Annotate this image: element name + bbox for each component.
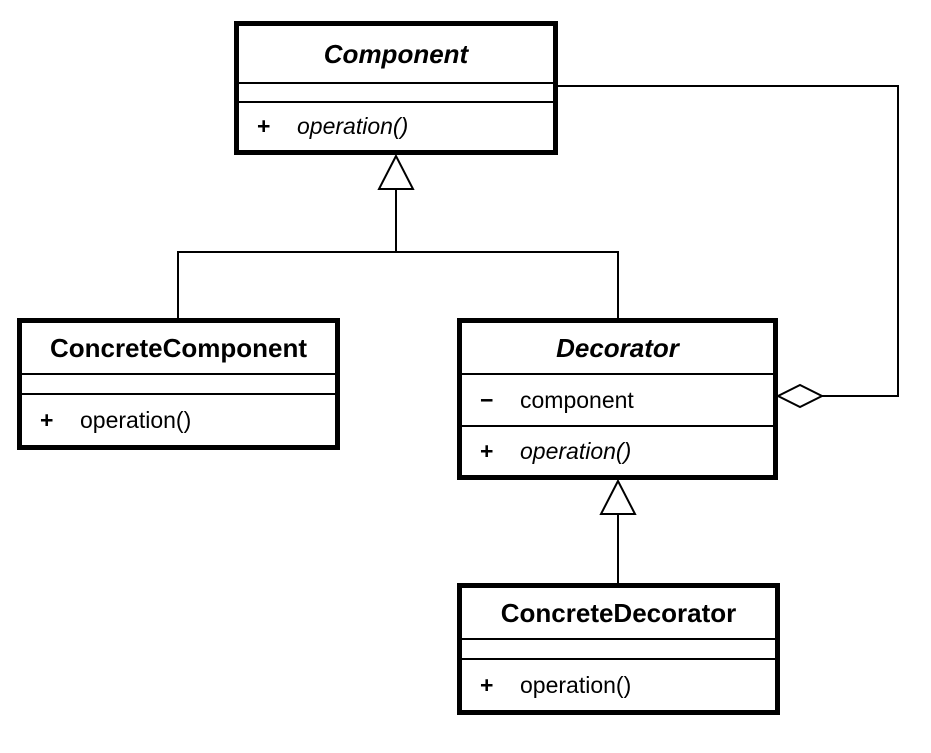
methods-compartment: + operation() [462, 658, 775, 710]
method-row: + operation() [462, 671, 775, 698]
method-signature: operation() [80, 406, 192, 433]
generalization-to-decorator [599, 478, 637, 583]
generalization-to-component [177, 153, 619, 318]
generalization-branch-lines [177, 251, 619, 318]
attribute-row: − component [462, 386, 773, 413]
attributes-compartment [462, 638, 775, 658]
class-box-concrete-component: ConcreteComponent + operation() [17, 318, 340, 450]
attributes-compartment: − component [462, 373, 773, 425]
visibility-sign: + [480, 671, 494, 698]
methods-compartment: + operation() [239, 101, 553, 150]
aggregation-decorator-component [558, 85, 899, 409]
attribute-name: component [520, 386, 634, 413]
method-signature: operation() [520, 671, 632, 698]
aggregation-line [558, 85, 899, 397]
generalization-triangle-icon [377, 153, 415, 190]
class-name: ConcreteComponent [49, 332, 308, 363]
methods-compartment: + operation() [462, 425, 773, 475]
visibility-sign: + [40, 406, 54, 433]
visibility-sign: + [257, 113, 271, 139]
visibility-sign: + [480, 437, 494, 464]
class-name: ConcreteDecorator [500, 597, 737, 628]
class-name: Decorator [556, 332, 679, 363]
class-box-decorator: Decorator − component + operation() [457, 318, 778, 480]
method-row: + operation() [239, 115, 553, 138]
class-box-concrete-decorator: ConcreteDecorator + operation() [457, 583, 780, 715]
class-box-component: Component + operation() [234, 21, 558, 155]
attributes-compartment [22, 373, 335, 393]
attributes-compartment [239, 82, 553, 101]
class-name: Component [323, 38, 469, 69]
method-signature: operation() [520, 437, 632, 464]
method-row: + operation() [462, 437, 773, 464]
methods-compartment: + operation() [22, 393, 335, 445]
aggregation-diamond-icon [775, 383, 825, 409]
visibility-sign: − [480, 386, 494, 413]
method-signature: operation() [297, 113, 409, 139]
generalization-triangle-icon [599, 478, 637, 515]
method-row: + operation() [22, 406, 335, 433]
